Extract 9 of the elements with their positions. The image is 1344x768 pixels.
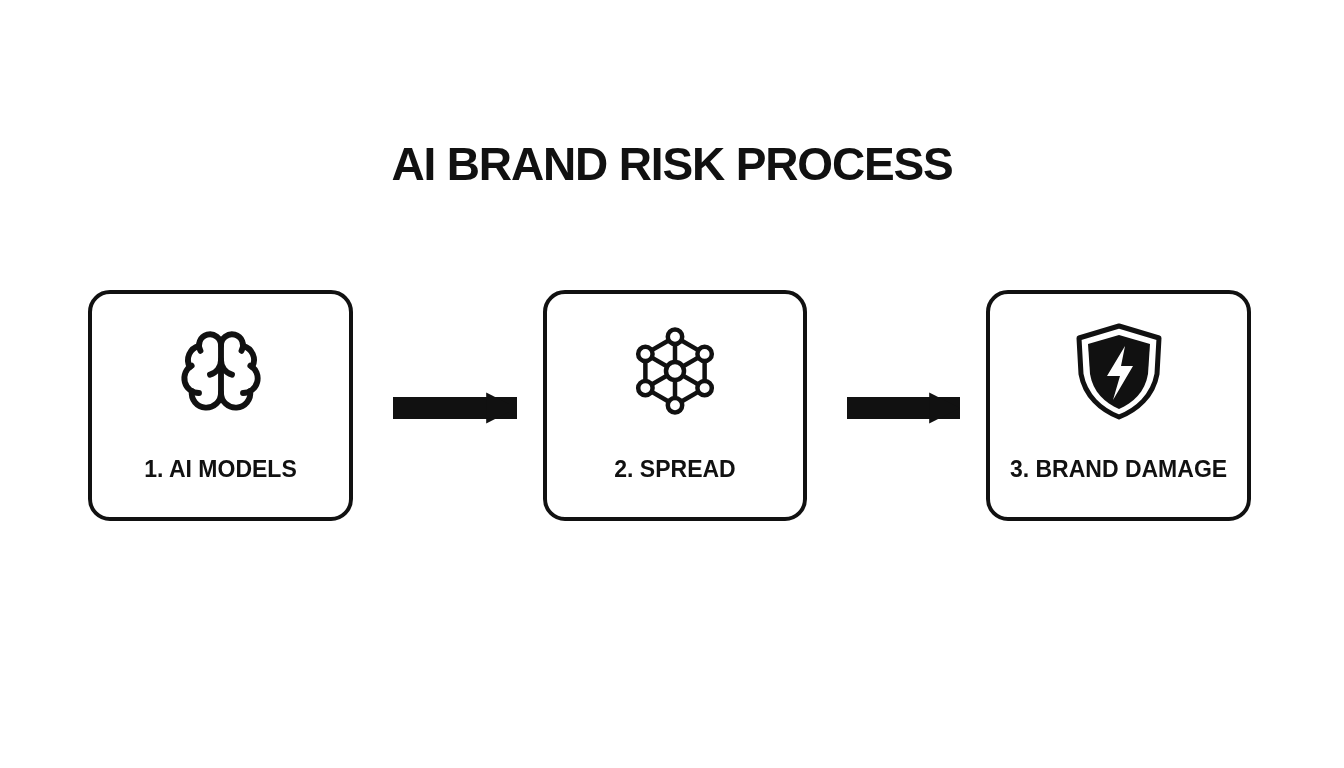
process-box xyxy=(986,290,1251,521)
process-box xyxy=(88,290,353,521)
title: AI BRAND RISK PROCESS xyxy=(391,137,953,192)
step-label: 1. AI MODELS xyxy=(143,455,298,484)
step-label: 3. BRAND DAMAGE xyxy=(1008,455,1229,484)
arrow xyxy=(847,392,960,424)
process-box xyxy=(543,290,807,521)
arrow xyxy=(393,392,517,424)
step-label: 2. SPREAD xyxy=(613,455,737,484)
